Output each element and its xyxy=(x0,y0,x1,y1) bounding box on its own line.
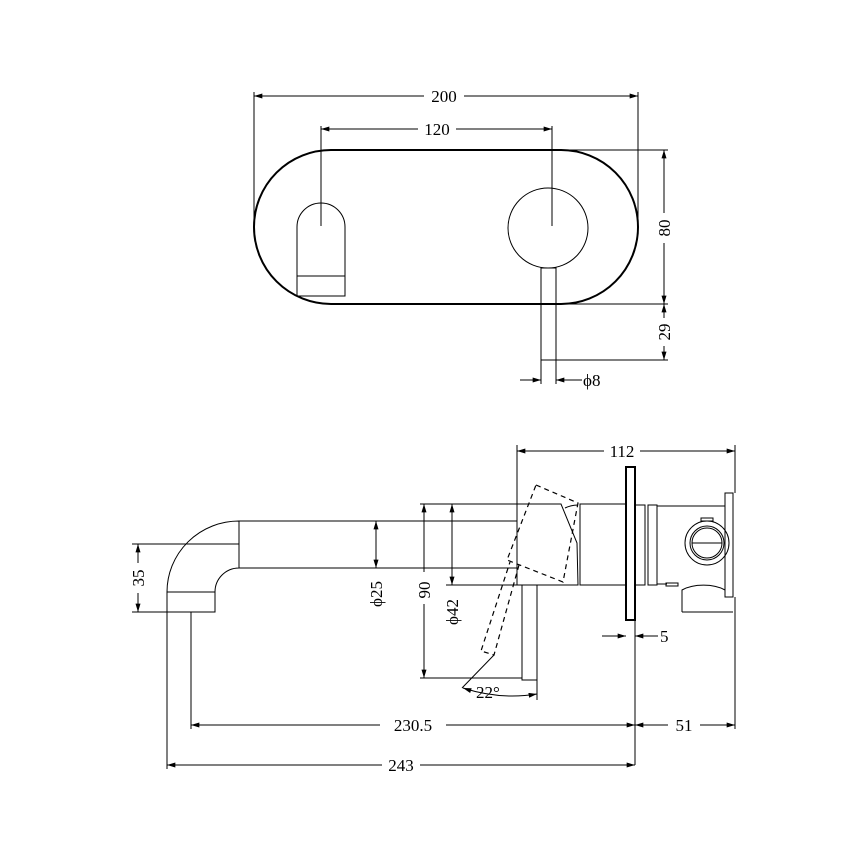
dim-body-diameter: ϕ42 xyxy=(443,599,462,625)
dimension-plate-thickness: 5 xyxy=(602,600,669,765)
valve-screw xyxy=(665,582,679,587)
dim-wall-depth: 51 xyxy=(676,716,693,735)
dimension-handle-diameter: ϕ8 xyxy=(520,360,600,390)
dimension-handle-drop: 29 xyxy=(556,304,674,361)
dimension-plate-width: 200 xyxy=(253,87,639,228)
handle-hub xyxy=(507,187,589,269)
dim-body-depth: 112 xyxy=(610,442,635,461)
dimension-plate-height: 80 xyxy=(560,149,674,305)
front-view: 200 120 80 29 ϕ8 xyxy=(253,87,674,390)
side-view: 112 35 ϕ25 90 ϕ42 5 xyxy=(129,442,736,775)
dim-handle-drop: 29 xyxy=(655,324,674,341)
valve-body xyxy=(657,505,733,613)
dimension-spout-diameter: ϕ25 xyxy=(367,520,386,607)
dimension-handle-angle: 22° xyxy=(461,654,538,702)
handle-lever xyxy=(540,267,557,361)
dim-handle-angle: 22° xyxy=(476,683,500,702)
valve-screw xyxy=(700,517,714,522)
dim-plate-height: 80 xyxy=(655,220,674,237)
dimension-outlet-height: 35 xyxy=(129,543,239,613)
dim-plate-width: 200 xyxy=(431,87,457,106)
dim-handle-diameter: ϕ8 xyxy=(583,371,600,390)
mixer-body-rear xyxy=(579,503,627,586)
handle-lever-side xyxy=(521,584,538,681)
dimension-body-diameter: ϕ42 xyxy=(443,503,517,625)
dimension-handle-length: 90 xyxy=(415,503,522,679)
dimension-body-depth: 112 xyxy=(516,442,736,504)
dim-overall-length: 243 xyxy=(388,756,414,775)
spout-outlet xyxy=(296,202,346,297)
mixer-body xyxy=(516,503,579,586)
dim-handle-length: 90 xyxy=(415,582,434,599)
handle-rotated-outline xyxy=(506,484,579,583)
flange-ring xyxy=(647,504,658,586)
dimension-spout-reach: 230.5 xyxy=(190,612,636,735)
dim-plate-thickness: 5 xyxy=(660,627,669,646)
dim-spout-reach: 230.5 xyxy=(394,716,432,735)
dimension-overall-length: 243 xyxy=(166,612,636,775)
dim-spout-to-handle: 120 xyxy=(424,120,450,139)
dimension-wall-depth: 51 xyxy=(634,597,736,735)
dim-spout-diameter: ϕ25 xyxy=(367,581,386,607)
dim-outlet-height: 35 xyxy=(129,570,148,587)
handle-rotated-lever xyxy=(480,561,520,656)
wall-plate xyxy=(253,149,639,305)
flange-ring xyxy=(634,504,646,586)
valve-port-inner xyxy=(689,525,725,561)
dimension-spout-to-handle: 120 xyxy=(320,120,553,226)
spout-pipe xyxy=(166,520,517,613)
valve-mount-plate xyxy=(724,492,734,598)
wall-flange xyxy=(625,466,636,621)
